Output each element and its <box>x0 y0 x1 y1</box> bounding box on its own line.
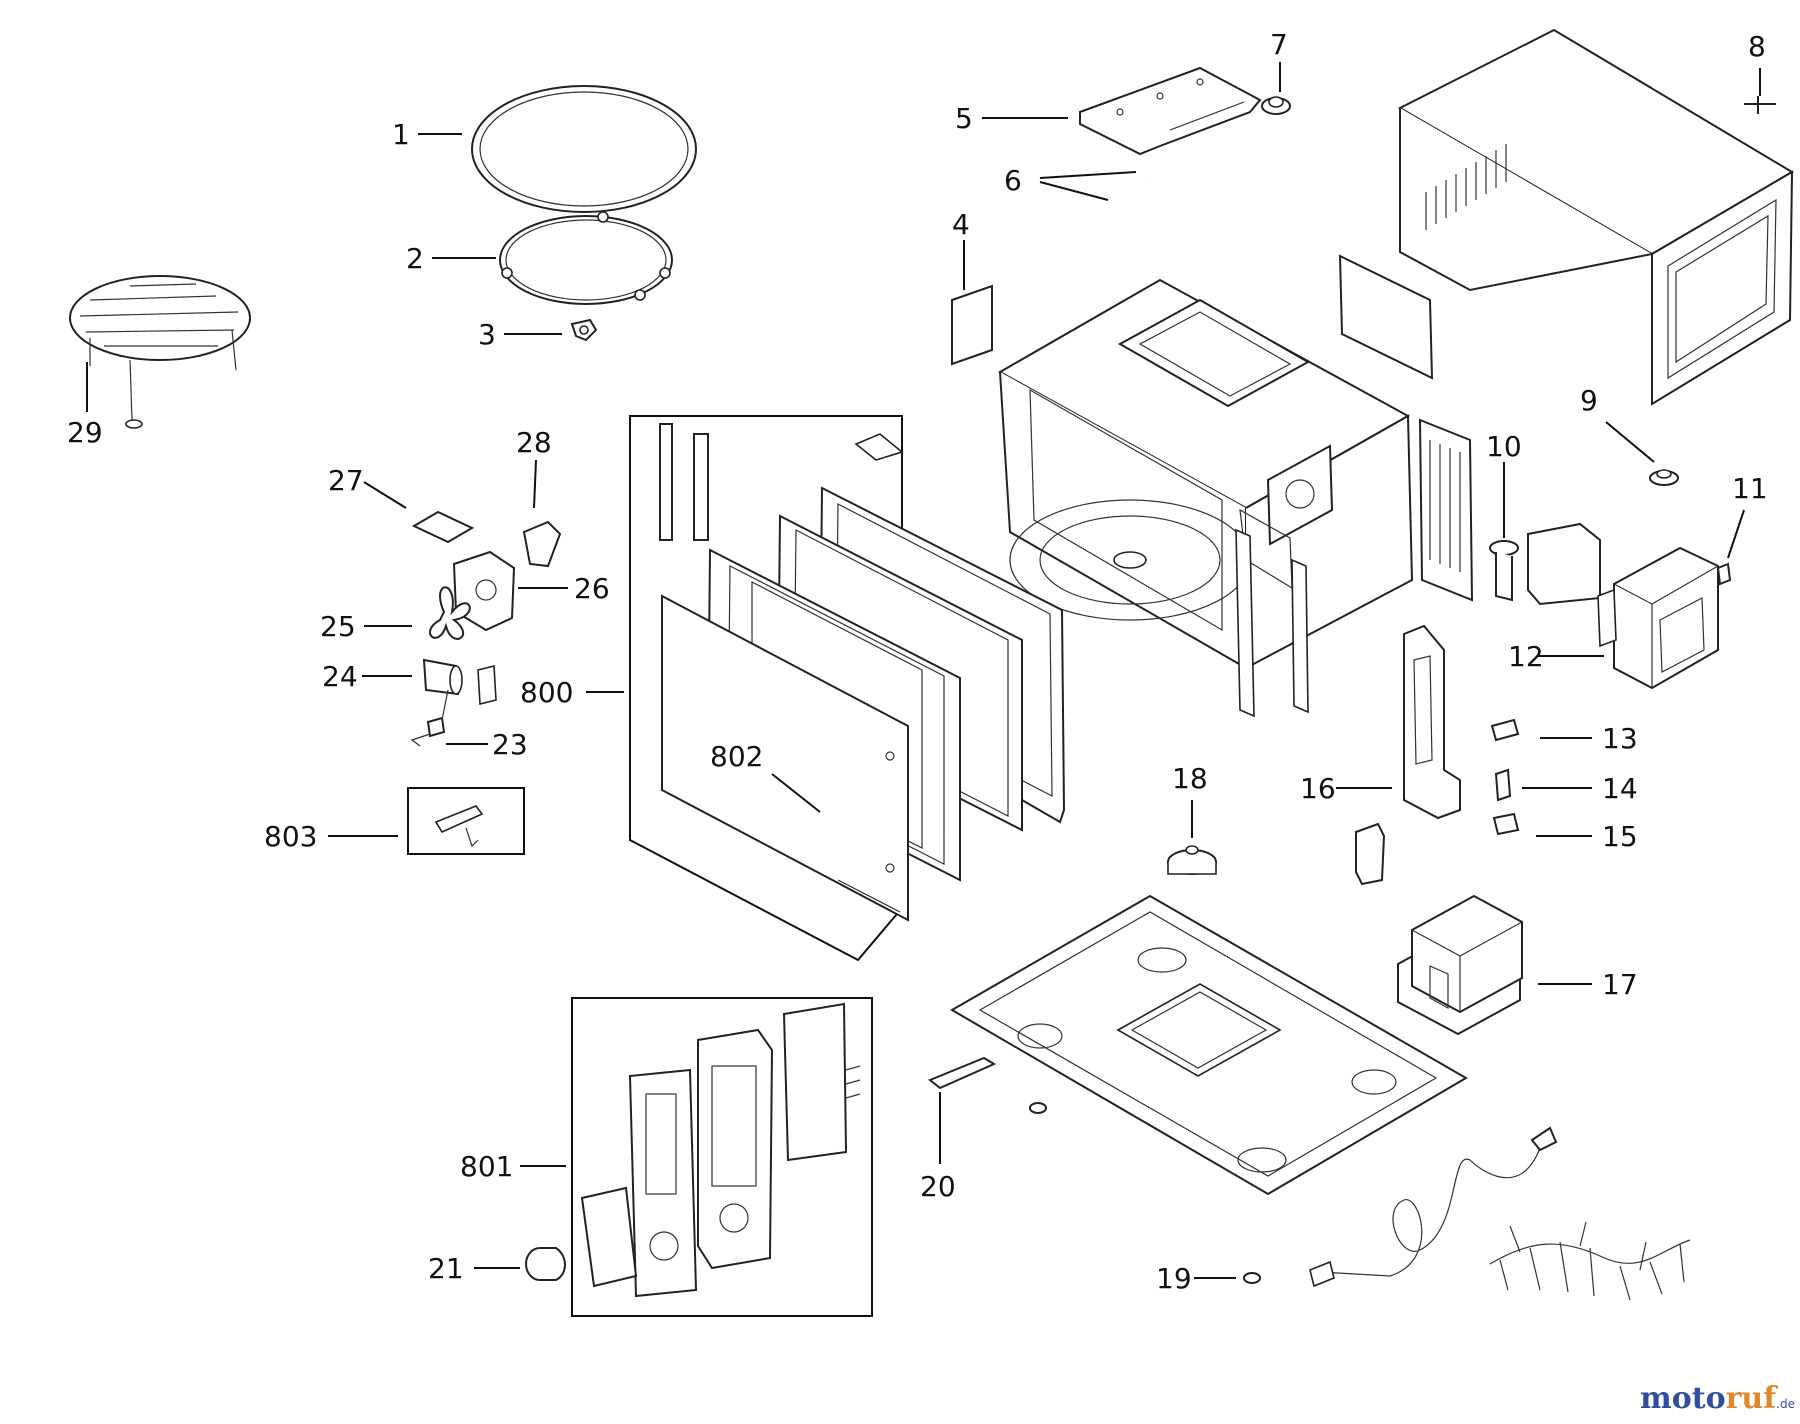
label-14: 14 <box>1602 772 1638 805</box>
label-1: 1 <box>392 118 410 151</box>
label-12: 12 <box>1508 640 1544 673</box>
label-801: 801 <box>460 1150 513 1183</box>
label-25: 25 <box>320 610 356 643</box>
watermark-suffix: .de <box>1776 1397 1795 1411</box>
label-7: 7 <box>1270 28 1288 61</box>
watermark-logo: motoruf.de <box>1640 1381 1795 1416</box>
label-18: 18 <box>1172 762 1208 795</box>
label-8: 8 <box>1748 30 1766 63</box>
part-7-fastener <box>1261 96 1291 115</box>
foot <box>1029 1102 1047 1114</box>
label-11: 11 <box>1732 472 1768 505</box>
part-17-transformer <box>1397 894 1523 1036</box>
part-11-clip <box>1716 562 1732 586</box>
part-20-bracket <box>928 1056 997 1090</box>
base-plate <box>950 894 1468 1196</box>
part-5-top-bracket <box>1079 66 1262 156</box>
part-21-knob <box>525 1247 566 1281</box>
label-15: 15 <box>1602 820 1638 853</box>
part-1-turntable-glass <box>471 85 697 213</box>
watermark-moto: moto <box>1640 1381 1726 1416</box>
part-23-diode <box>410 689 449 747</box>
label-21: 21 <box>428 1252 464 1285</box>
part-3-coupler <box>570 318 598 342</box>
part-27-board <box>411 510 475 544</box>
part-6-heater-rods <box>1119 176 1331 290</box>
label-9: 9 <box>1580 384 1598 417</box>
watermark-ruf: ruf <box>1726 1381 1779 1416</box>
part-802-door-glass <box>661 594 909 922</box>
label-29: 29 <box>67 416 103 449</box>
label-800: 800 <box>520 676 573 709</box>
label-17: 17 <box>1602 968 1638 1001</box>
part-801-control-box <box>571 997 873 1317</box>
part-9-fastener <box>1649 469 1679 486</box>
part-803-box <box>407 787 525 855</box>
watermark: motoruf.de <box>1640 1381 1795 1416</box>
insulation-sheet <box>1338 254 1434 380</box>
label-5: 5 <box>955 102 973 135</box>
part-18-turntable-motor <box>1167 845 1217 875</box>
part-8-outer-case <box>1397 28 1794 406</box>
label-23: 23 <box>492 728 528 761</box>
part-4-mica-plate <box>951 284 993 366</box>
label-19: 19 <box>1156 1262 1192 1295</box>
power-cord-and-harness <box>1309 1126 1691 1301</box>
label-26: 26 <box>574 572 610 605</box>
part-13-microswitch <box>1490 718 1520 742</box>
label-27: 27 <box>328 464 364 497</box>
part-25-fan-blade <box>429 586 471 640</box>
label-13: 13 <box>1602 722 1638 755</box>
part-16-latch-holder <box>1355 624 1461 886</box>
part-24-capacitor <box>422 658 497 706</box>
label-802: 802 <box>710 740 763 773</box>
label-16: 16 <box>1300 772 1336 805</box>
label-28: 28 <box>516 426 552 459</box>
part-10-thermal-fuse <box>1489 522 1601 606</box>
part-15-microswitch <box>1492 812 1520 836</box>
label-4: 4 <box>952 208 970 241</box>
label-803: 803 <box>264 820 317 853</box>
oven-cavity-assembly <box>997 278 1474 718</box>
part-14-microswitch <box>1494 768 1512 802</box>
part-800-door-box <box>629 415 903 962</box>
part-12-magnetron <box>1597 546 1719 690</box>
label-20: 20 <box>920 1170 956 1203</box>
part-29-grill-rack <box>69 275 251 429</box>
part-19-foot <box>1243 1272 1261 1284</box>
label-2: 2 <box>406 242 424 275</box>
label-6: 6 <box>1004 164 1022 197</box>
label-24: 24 <box>322 660 358 693</box>
label-10: 10 <box>1486 430 1522 463</box>
part-28-fan-motor <box>522 520 562 568</box>
part-2-roller-ring <box>499 211 673 305</box>
label-3: 3 <box>478 318 496 351</box>
